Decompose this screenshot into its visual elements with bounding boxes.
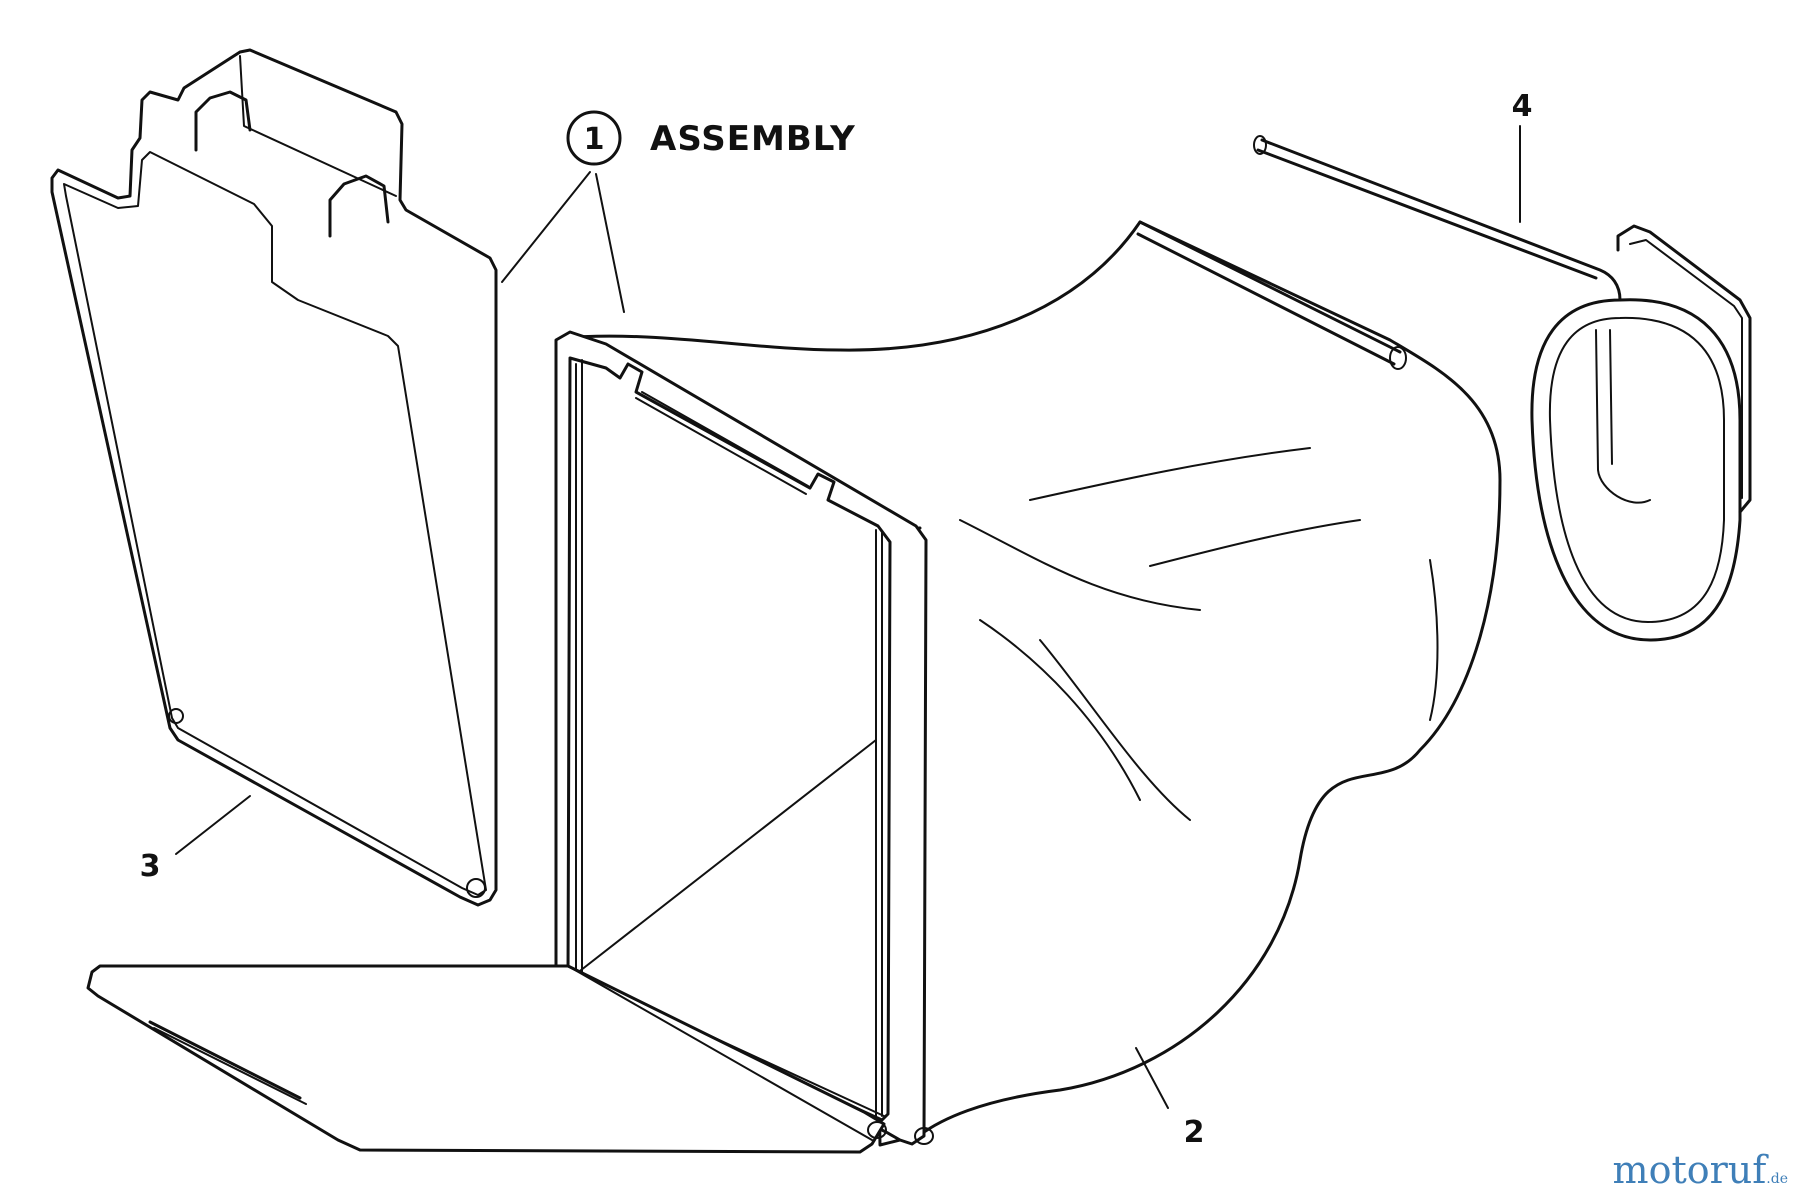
bag-bottom-flap	[86, 964, 934, 1154]
rod-and-handle-part-4	[1253, 135, 1752, 642]
grass-bag-part-2	[554, 220, 1502, 1147]
leader-lines	[175, 125, 1521, 1109]
watermark-logo: motoruf.de	[1613, 1148, 1788, 1192]
watermark-main: motoruf	[1612, 1148, 1767, 1192]
callout-1-circle	[566, 110, 622, 166]
wire-frame-part-3	[50, 48, 498, 907]
callout-assembly-label: ASSEMBLY	[650, 119, 856, 159]
watermark-suffix: .de	[1766, 1171, 1788, 1187]
callout-1-number: 1	[584, 122, 605, 157]
callout-3-number: 3	[140, 849, 161, 884]
callout-4-number: 4	[1512, 89, 1533, 124]
callout-2-number: 2	[1184, 1115, 1205, 1150]
callout-assembly: 1 ASSEMBLY	[566, 110, 856, 166]
